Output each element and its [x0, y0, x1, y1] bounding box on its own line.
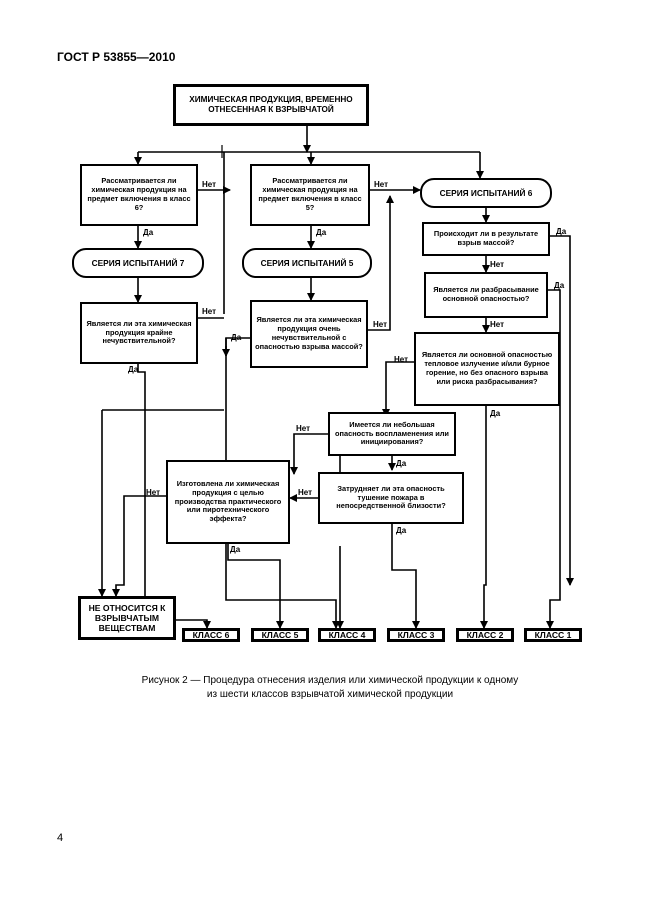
label-yes: Да — [230, 545, 241, 554]
question-mass-explosion-box: Происходит ли в результате взрыв массой? — [422, 222, 550, 256]
test-series-7: СЕРИЯ ИСПЫТАНИЙ 7 — [72, 248, 204, 278]
label-yes: Да — [556, 227, 567, 236]
label-no: Нет — [373, 320, 388, 329]
label-no: Нет — [146, 488, 161, 497]
label-yes: Да — [231, 333, 242, 342]
question-pyrotechnic-box: Изготовлена ли химическая продукция с це… — [166, 460, 290, 544]
label-yes: Да — [128, 365, 139, 374]
caption-line-2: из шести классов взрывчатой химической п… — [206, 688, 454, 700]
caption-line-1: Рисунок 2 — Процедура отнесения изделия … — [141, 675, 519, 686]
label-yes: Да — [554, 281, 565, 290]
label-yes: Да — [396, 526, 407, 535]
class-2-box: КЛАСС 2 — [456, 628, 514, 642]
class-4-box: КЛАСС 4 — [318, 628, 376, 642]
question-class5-box: Рассматривается ли химическая продукция … — [250, 164, 370, 226]
class-5-box: КЛАСС 5 — [251, 628, 309, 642]
class-6-box: КЛАСС 6 — [182, 628, 240, 642]
label-no: Нет — [394, 355, 409, 364]
question-insensitive-class5-box: Является ли эта химическая продукция оче… — [250, 300, 368, 368]
test-series-5: СЕРИЯ ИСПЫТАНИЙ 5 — [242, 248, 372, 278]
label-no: Нет — [296, 424, 311, 433]
start-box: ХИМИЧЕСКАЯ ПРОДУКЦИЯ, ВРЕМЕННО ОТНЕСЕННА… — [173, 84, 369, 126]
question-fire-fighting-box: Затрудняет ли эта опасность тушение пожа… — [318, 472, 464, 524]
question-insensitive-class6-box: Является ли эта химическая продукция кра… — [80, 302, 198, 364]
document-header: ГОСТ Р 53855—2010 — [57, 50, 176, 64]
label-no: Нет — [374, 180, 389, 189]
test-series-6: СЕРИЯ ИСПЫТАНИЙ 6 — [420, 178, 552, 208]
class-3-box: КЛАСС 3 — [387, 628, 445, 642]
question-class6-box: Рассматривается ли химическая продукция … — [80, 164, 198, 226]
label-no: Нет — [202, 307, 217, 316]
label-yes: Да — [396, 459, 407, 468]
label-yes: Да — [316, 228, 327, 237]
label-yes: Да — [143, 228, 154, 237]
question-projection-box: Является ли разбрасывание основной опасн… — [424, 272, 548, 318]
question-small-hazard-box: Имеется ли небольшая опасность воспламен… — [328, 412, 456, 456]
label-no: Нет — [490, 260, 505, 269]
label-no: Нет — [490, 320, 505, 329]
figure-caption: Рисунок 2 — Процедура отнесения изделия … — [120, 674, 540, 701]
not-explosive-box: НЕ ОТНОСИТСЯ К ВЗРЫВЧАТЫМ ВЕЩЕСТВАМ — [78, 596, 176, 640]
page-number: 4 — [57, 832, 64, 844]
class-1-box: КЛАСС 1 — [524, 628, 582, 642]
label-no: Нет — [202, 180, 217, 189]
label-no: Нет — [298, 488, 313, 497]
label-yes: Да — [490, 409, 501, 418]
question-thermal-box: Является ли основной опасностью тепловое… — [414, 332, 560, 406]
